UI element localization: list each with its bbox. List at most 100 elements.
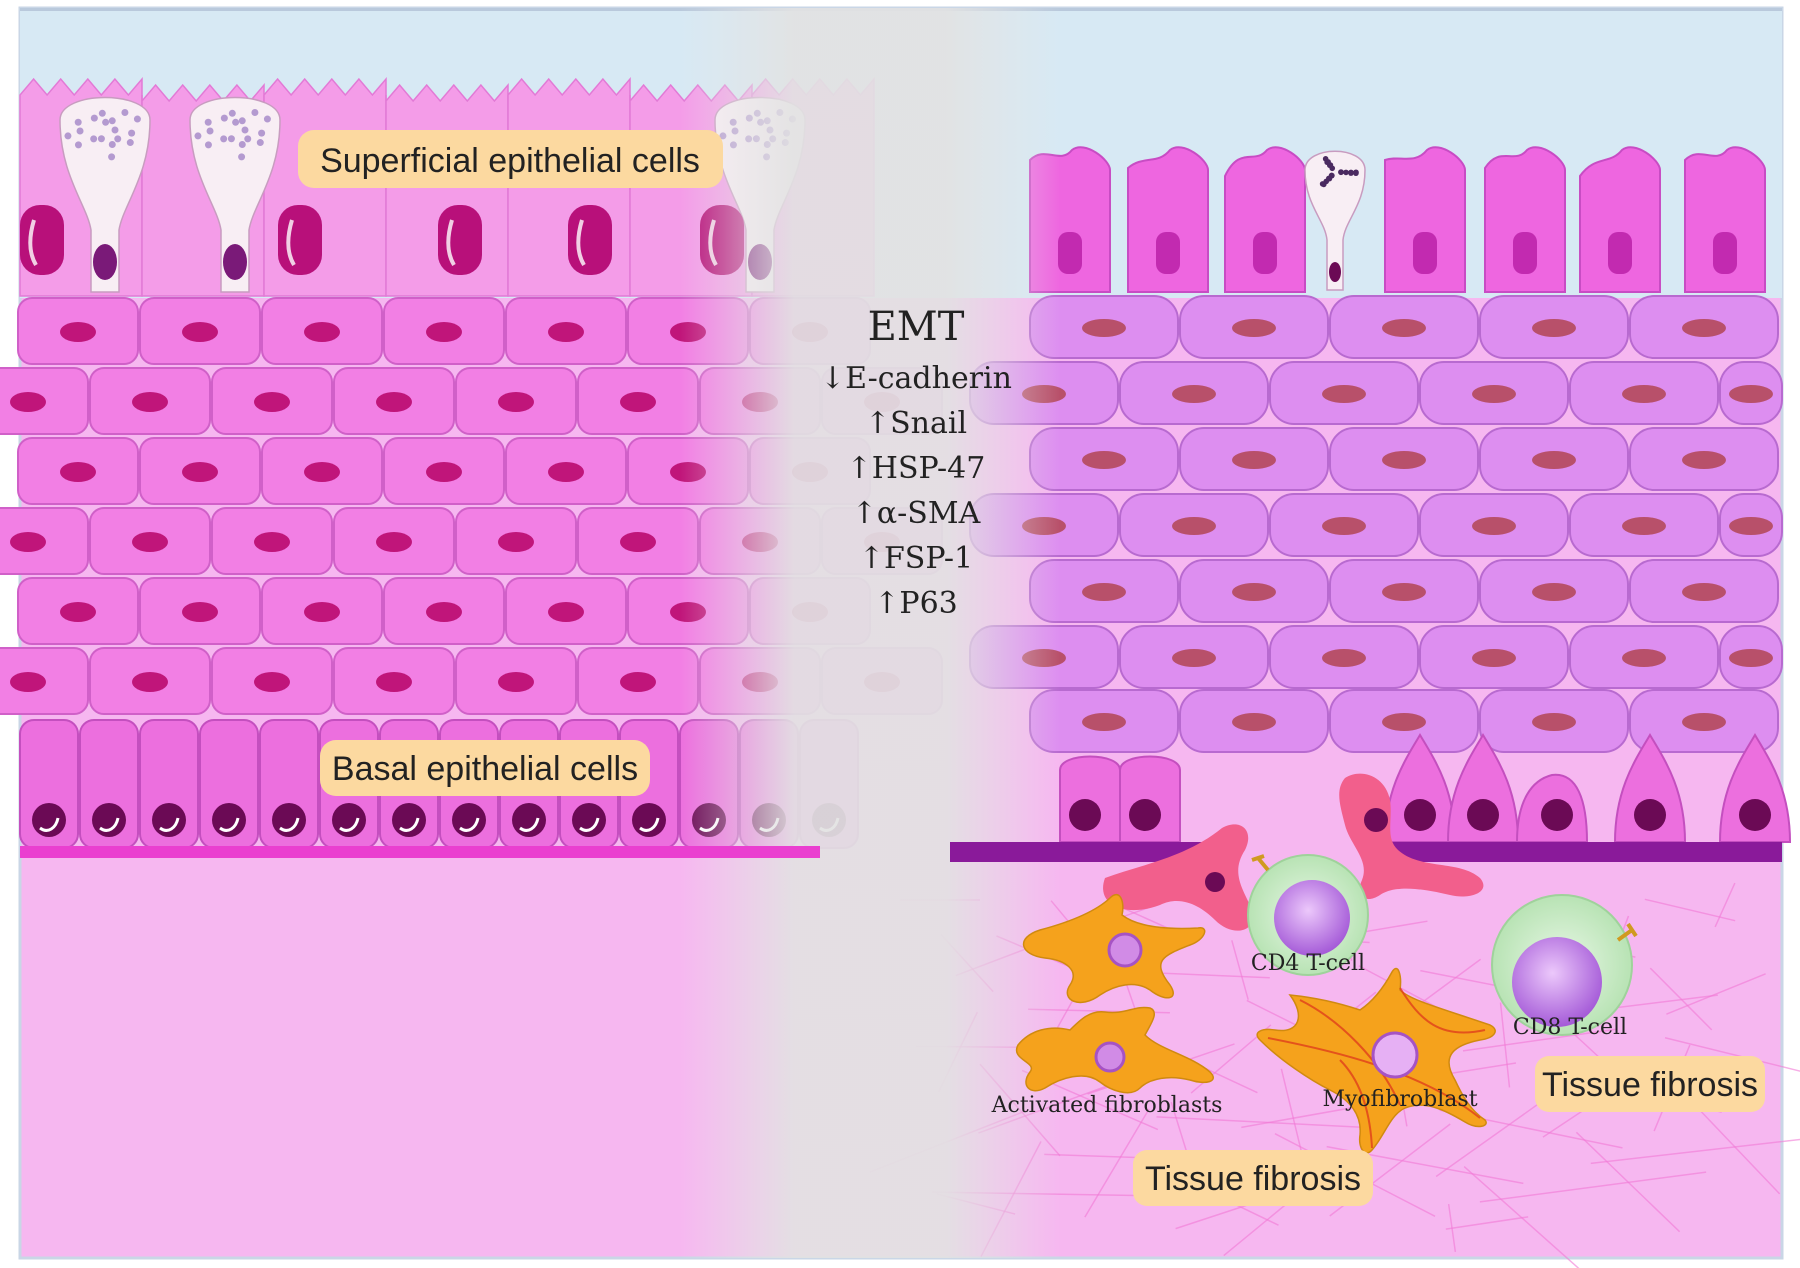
intermediate-nucleus	[426, 462, 462, 482]
intermediate-nucleus	[10, 392, 46, 412]
right-mucin-granule	[1343, 169, 1349, 176]
activated-fibroblasts-label: Activated fibroblasts	[991, 1093, 1223, 1118]
mucin-granule	[251, 108, 259, 116]
mucin-granule	[258, 129, 266, 137]
right-intermediate-nucleus	[1322, 385, 1366, 403]
right-superficial-cell	[1384, 146, 1466, 293]
intermediate-nucleus	[254, 532, 290, 552]
basal-nucleus-highlight	[579, 817, 600, 832]
right-superficial-cell	[1484, 146, 1566, 293]
intermediate-nucleus	[182, 602, 218, 622]
collagen-fiber	[1714, 882, 1736, 928]
right-intermediate-nucleus	[1172, 649, 1216, 667]
right-intermediate-nucleus	[1172, 385, 1216, 403]
collagen-fiber	[1666, 973, 1766, 1015]
nucleus-highlight	[446, 219, 456, 267]
right-basal-nucleus	[1541, 799, 1573, 831]
intermediate-nucleus	[304, 602, 340, 622]
intermediate-nucleus	[376, 392, 412, 412]
tissue-fibrosis-right-group: Tissue fibrosis	[1535, 1056, 1765, 1112]
right-intermediate-nucleus	[1082, 319, 1126, 337]
right-superficial-cell	[1684, 146, 1766, 293]
right-intermediate-nucleus	[1382, 583, 1426, 601]
right-intermediate-nucleus	[1532, 451, 1576, 469]
right-intermediate-nucleus	[1682, 583, 1726, 601]
goblet-nucleus	[93, 244, 117, 280]
right-intermediate-layer	[969, 295, 1783, 753]
right-basal-nucleus	[1404, 799, 1436, 831]
emt-transition-fade	[680, 8, 1060, 1258]
nucleus-highlight	[576, 219, 586, 267]
right-intermediate-nucleus	[1082, 451, 1126, 469]
intermediate-nucleus	[60, 462, 96, 482]
right-intermediate-nucleus	[1682, 451, 1726, 469]
right-mucin-granule	[1338, 169, 1344, 176]
basal-nucleus	[332, 803, 366, 837]
mucin-granule	[98, 109, 106, 117]
intermediate-nucleus	[132, 532, 168, 552]
right-mucin-granule	[1353, 170, 1359, 177]
basal-nucleus-highlight	[219, 817, 240, 832]
intermediate-nucleus	[426, 322, 462, 342]
activated-fibroblast-1-nucleus	[1107, 932, 1143, 968]
mucin-granule	[194, 132, 202, 140]
right-intermediate-nucleus	[1472, 517, 1516, 535]
intermediate-nucleus	[254, 392, 290, 412]
right-intermediate-nucleus	[1622, 517, 1666, 535]
mucin-granule	[102, 118, 110, 126]
right-mucin-granule	[1327, 162, 1334, 168]
right-superficial-nucleus	[1413, 232, 1437, 274]
mucin-granule	[204, 118, 212, 126]
migrating-cell-2	[1339, 773, 1484, 900]
mucin-granule	[227, 135, 235, 143]
intermediate-nucleus	[60, 602, 96, 622]
right-intermediate-nucleus	[1322, 517, 1366, 535]
collagen-fiber	[1447, 1203, 1457, 1253]
basal-label-group: Basal epithelial cells	[320, 740, 650, 796]
mucin-granule	[90, 114, 98, 122]
basal-nucleus-highlight	[99, 817, 120, 832]
mucin-granule	[133, 115, 141, 123]
basal-nucleus-highlight	[459, 817, 480, 832]
collagen-fiber	[1687, 1097, 1781, 1195]
right-intermediate-nucleus	[1532, 319, 1576, 337]
cd8-receptor	[1616, 922, 1638, 942]
basal-label-bg	[320, 740, 650, 796]
basal-nucleus	[92, 803, 126, 837]
basal-nucleus	[392, 803, 426, 837]
mucin-granule	[111, 126, 119, 134]
mucin-granule	[256, 139, 264, 147]
mucin-granule	[228, 109, 236, 117]
superficial-nucleus	[568, 205, 612, 275]
right-basal-nucleus	[1739, 799, 1771, 831]
collagen-fiber	[1462, 1028, 1618, 1052]
intermediate-nucleus	[10, 672, 46, 692]
mucin-granule	[108, 141, 116, 149]
mucin-granule	[126, 139, 134, 147]
right-superficial-cell	[1127, 146, 1209, 293]
emt-marker: ↓E-cadherin	[820, 361, 1012, 396]
intermediate-nucleus	[132, 672, 168, 692]
superficial-nucleus	[278, 205, 322, 275]
right-intermediate-nucleus	[1532, 583, 1576, 601]
basal-nucleus-highlight	[399, 817, 420, 832]
right-mucin-granule	[1348, 170, 1354, 176]
goblet-nucleus	[223, 244, 247, 280]
mucin-granule	[97, 135, 105, 143]
myofibroblast-nucleus	[1371, 1031, 1419, 1079]
basal-nucleus-highlight	[279, 817, 300, 832]
emt-marker: ↑FSP-1	[859, 541, 973, 576]
basal-nucleus	[32, 803, 66, 837]
mucin-granule	[74, 118, 82, 126]
collagen-fiber	[1156, 1116, 1360, 1128]
intermediate-nucleus	[304, 322, 340, 342]
left-basement-membrane	[20, 846, 820, 858]
emt-marker: ↑α-SMA	[852, 496, 981, 531]
right-intermediate-nucleus	[1382, 451, 1426, 469]
right-mucin-granule	[1328, 172, 1335, 179]
mucin-granule	[76, 127, 84, 135]
right-basal-cell	[1613, 733, 1687, 843]
right-membrane-segment-1	[950, 842, 1230, 862]
